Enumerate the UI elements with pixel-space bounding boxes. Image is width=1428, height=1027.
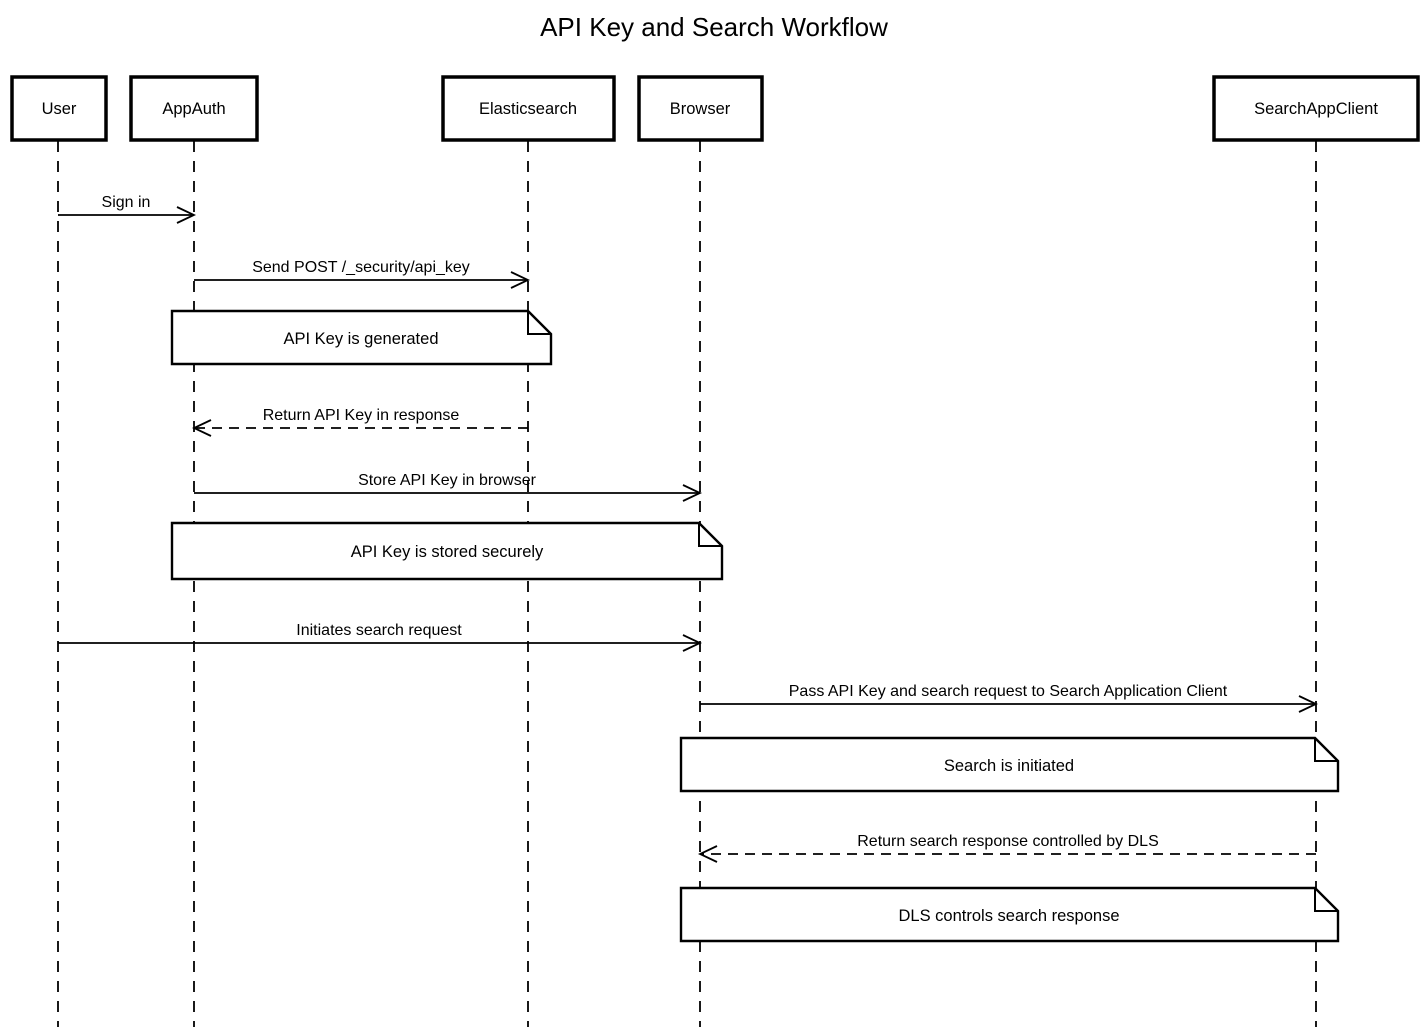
message-send-post: Send POST /_security/api_key xyxy=(194,259,528,280)
note-fold-corner xyxy=(1314,888,1338,912)
message-return-api-key: Return API Key in response xyxy=(194,407,528,428)
note-search-initiated: Search is initiated xyxy=(679,736,1340,793)
message-label: Send POST /_security/api_key xyxy=(252,259,470,276)
participant-label: Browser xyxy=(670,100,731,118)
message-label: Initiates search request xyxy=(296,622,462,639)
message-store-api-key: Store API Key in browser xyxy=(194,472,700,493)
message-sign-in: Sign in xyxy=(58,194,194,215)
participant-elasticsearch: Elasticsearch xyxy=(441,75,616,142)
message-label: Sign in xyxy=(102,194,151,211)
participant-searchappclient: SearchAppClient xyxy=(1212,75,1420,142)
note-dls-controls: DLS controls search response xyxy=(679,886,1340,943)
note-fold-corner xyxy=(527,311,551,335)
participant-appauth: AppAuth xyxy=(129,75,259,142)
message-label: Pass API Key and search request to Searc… xyxy=(789,683,1228,700)
note-shape xyxy=(679,736,1340,793)
message-label: Store API Key in browser xyxy=(358,472,537,489)
participant-label: Elasticsearch xyxy=(479,100,577,118)
participant-browser: Browser xyxy=(637,75,764,142)
message-pass-api-key: Pass API Key and search request to Searc… xyxy=(700,683,1316,704)
participant-label: User xyxy=(42,100,77,118)
participant-box xyxy=(10,75,108,142)
participant-user: User xyxy=(10,75,108,142)
message-label: Return search response controlled by DLS xyxy=(857,833,1159,850)
note-fold-corner xyxy=(1314,738,1338,762)
message-initiates-search: Initiates search request xyxy=(58,622,700,643)
participant-box xyxy=(1212,75,1420,142)
message-label: Return API Key in response xyxy=(263,407,460,424)
note-fold-corner xyxy=(698,523,722,547)
note-shape xyxy=(170,521,724,581)
note-label: API Key is stored securely xyxy=(351,543,544,561)
note-label: API Key is generated xyxy=(283,330,438,348)
diagram-title: API Key and Search Workflow xyxy=(540,12,888,42)
participant-label: SearchAppClient xyxy=(1254,100,1378,118)
note-api-key-generated: API Key is generated xyxy=(170,309,553,366)
message-return-search-response: Return search response controlled by DLS xyxy=(700,833,1316,854)
note-label: DLS controls search response xyxy=(898,907,1119,925)
participant-label: AppAuth xyxy=(162,100,225,118)
participant-box xyxy=(129,75,259,142)
note-api-key-stored: API Key is stored securely xyxy=(170,521,724,581)
note-shape xyxy=(679,886,1340,943)
note-shape xyxy=(170,309,553,366)
participant-box xyxy=(441,75,616,142)
note-label: Search is initiated xyxy=(944,757,1074,775)
participant-box xyxy=(637,75,764,142)
